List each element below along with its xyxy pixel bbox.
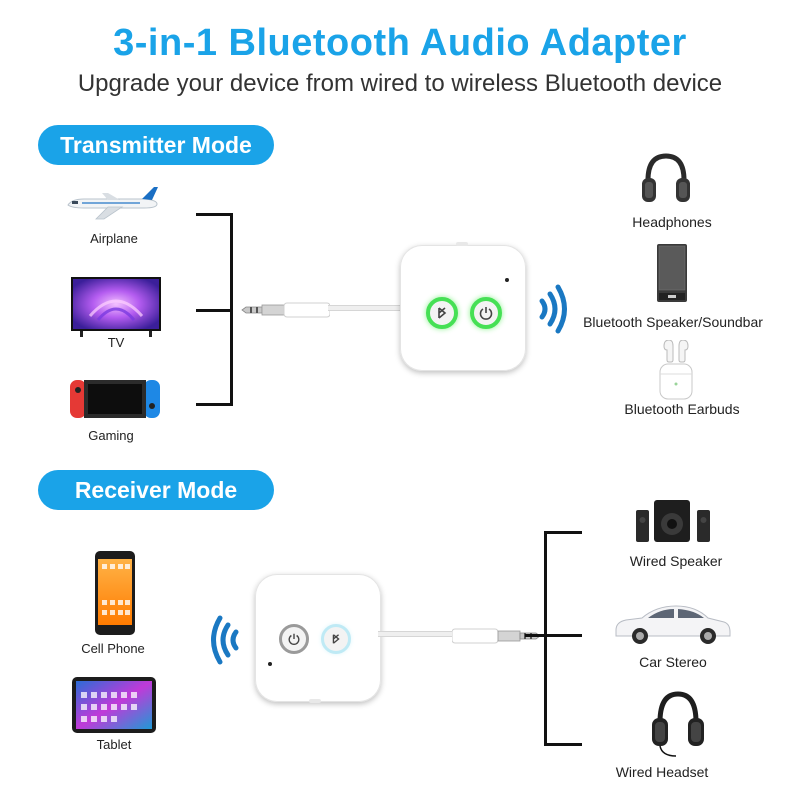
status-led xyxy=(505,278,509,282)
receiver-adapter-device xyxy=(255,574,381,703)
bracket-bottom-receiver xyxy=(544,743,582,746)
headphones-icon xyxy=(640,150,692,206)
bluetooth-button[interactable] xyxy=(321,624,351,654)
output-label-wired-headset: Wired Headset xyxy=(615,764,709,780)
bracket-bottom xyxy=(196,403,233,406)
airplane-icon xyxy=(62,183,162,223)
output-label-car-stereo: Car Stereo xyxy=(639,654,707,670)
wired-speaker-icon xyxy=(636,496,710,544)
source-label-cell-phone: Cell Phone xyxy=(81,641,145,656)
bracket-connector xyxy=(525,634,547,637)
headset-icon xyxy=(650,688,706,758)
source-label-gaming: Gaming xyxy=(88,428,134,443)
page-subtitle: Upgrade your device from wired to wirele… xyxy=(77,70,723,97)
bracket-middle xyxy=(196,309,233,312)
bracket-top xyxy=(196,213,233,216)
tv-icon xyxy=(70,276,162,338)
output-label-earbuds: Bluetooth Earbuds xyxy=(624,401,740,417)
earbuds-icon xyxy=(658,340,694,400)
output-label-headphones: Headphones xyxy=(632,214,712,230)
bluetooth-button[interactable] xyxy=(426,297,458,329)
bracket-spine-receiver xyxy=(544,531,547,746)
wireless-signal-icon xyxy=(538,283,570,335)
game-console-icon xyxy=(70,378,160,420)
transmitter-adapter-device xyxy=(400,242,526,371)
audio-cable xyxy=(328,305,404,311)
transmitter-mode-badge: Transmitter Mode xyxy=(38,125,274,165)
page-title: 3-in-1 Bluetooth Audio Adapter xyxy=(113,22,687,64)
output-label-wired-speaker: Wired Speaker xyxy=(629,553,723,569)
source-label-tv: TV xyxy=(107,335,125,350)
output-label-speaker: Bluetooth Speaker/Soundbar xyxy=(583,314,763,330)
car-icon xyxy=(612,600,734,644)
source-label-airplane: Airplane xyxy=(90,231,138,246)
status-led xyxy=(268,662,272,666)
phone-icon xyxy=(94,550,136,636)
power-button[interactable] xyxy=(279,624,309,654)
tablet-icon xyxy=(71,676,157,734)
audio-jack-plug xyxy=(240,298,330,322)
device-bottom-notch xyxy=(309,699,321,703)
bracket-middle-receiver xyxy=(544,634,582,637)
source-label-tablet: Tablet xyxy=(96,737,132,752)
receiver-mode-badge: Receiver Mode xyxy=(38,470,274,510)
power-button[interactable] xyxy=(470,297,502,329)
audio-cable-receiver xyxy=(378,631,458,637)
bracket-top-receiver xyxy=(544,531,582,534)
wireless-signal-icon-receiver xyxy=(208,614,240,666)
device-top-notch xyxy=(456,242,468,246)
speaker-icon xyxy=(656,243,688,303)
